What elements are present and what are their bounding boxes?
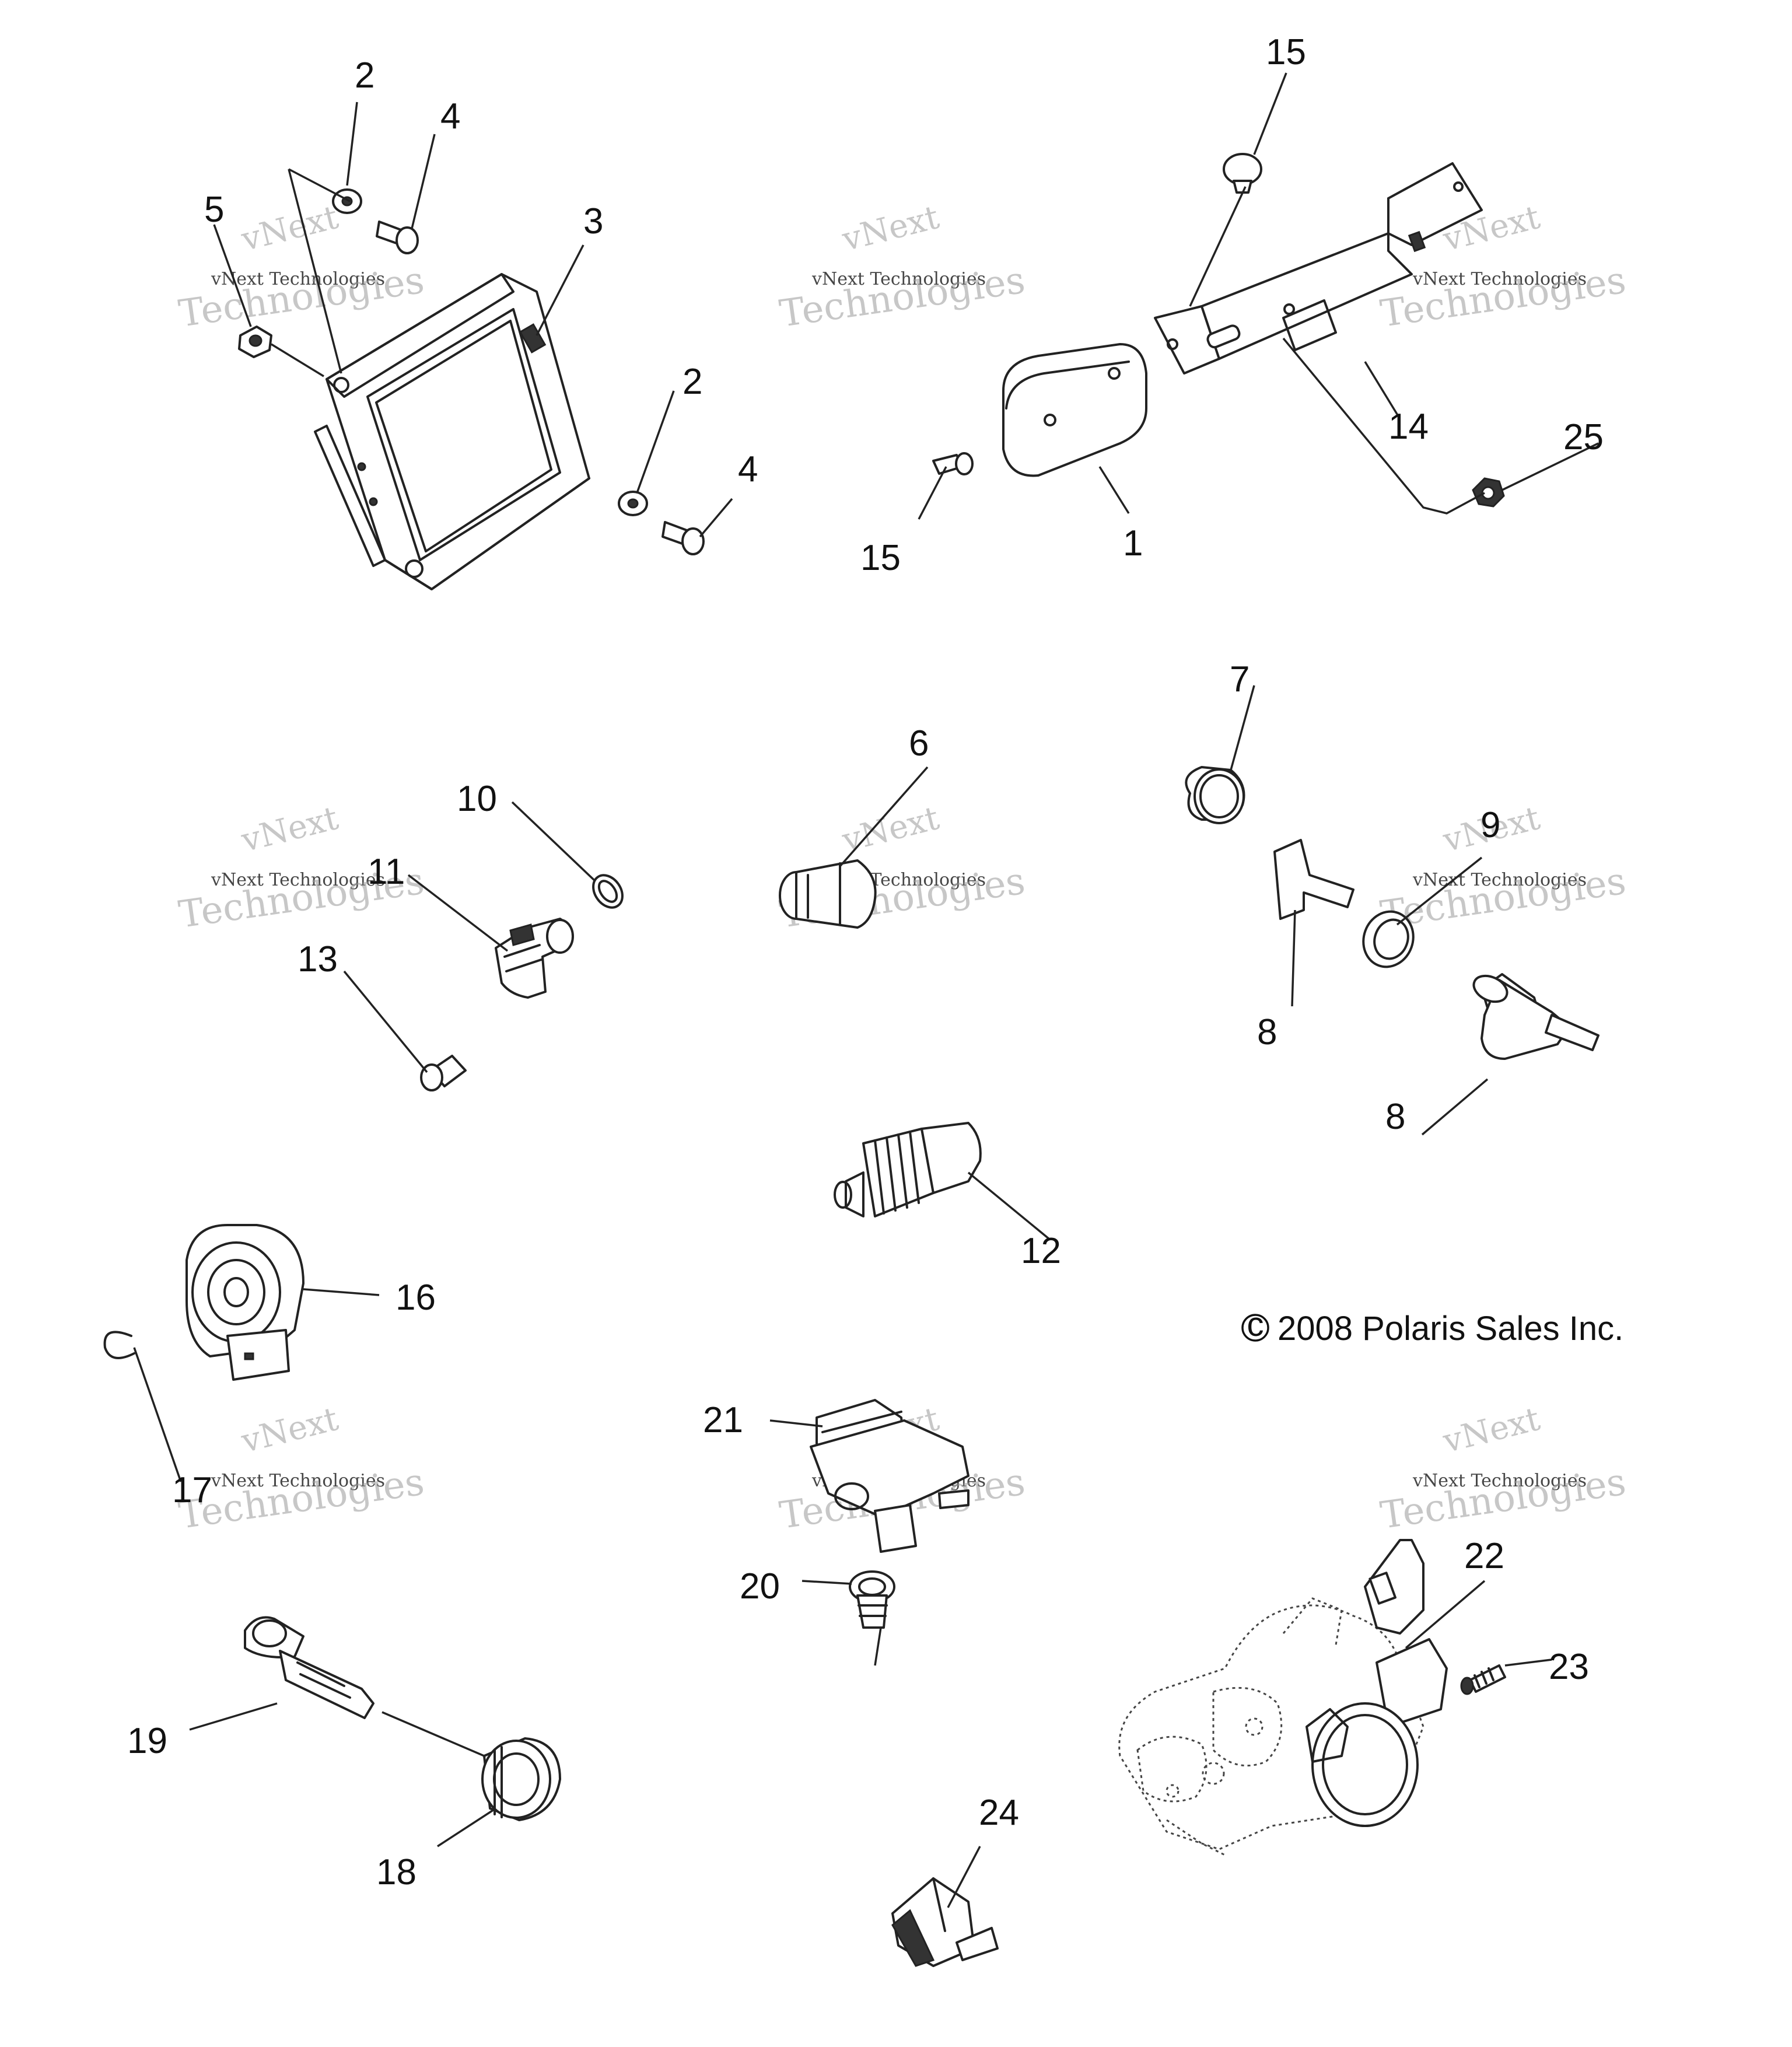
callout-4a: 4 (440, 96, 460, 137)
watermark: vNext vNext Technologies Technologies (1378, 799, 1629, 937)
callout-19: 19 (127, 1721, 167, 1761)
callout-12: 12 (1021, 1231, 1061, 1271)
svg-text:vNext Technologies: vNext Technologies (811, 269, 986, 289)
copyright-notice: c 2008 Polaris Sales Inc. (1241, 1306, 1623, 1348)
callout-3: 3 (583, 201, 603, 242)
map-sensor-21 (810, 1399, 970, 1553)
callout-7: 7 (1230, 659, 1250, 699)
callout-25: 25 (1563, 417, 1604, 457)
svg-text:vNext Technologies: vNext Technologies (211, 870, 385, 890)
svg-text:vNext Technologies: vNext Technologies (1412, 870, 1587, 890)
callout-13: 13 (298, 939, 338, 979)
sensor-cap-7 (1185, 766, 1245, 824)
callout-2b: 2 (682, 362, 702, 402)
svg-text:vNext: vNext (237, 198, 342, 259)
callout-18: 18 (376, 1852, 416, 1892)
callout-6: 6 (909, 723, 929, 764)
bolt-4b (662, 521, 705, 555)
svg-text:vNext Technologies: vNext Technologies (211, 1471, 385, 1491)
e-clip-17 (103, 1331, 135, 1359)
throttle-body-22 (1118, 1539, 1448, 1856)
ecu-module (314, 273, 590, 590)
bolt-13 (420, 1055, 467, 1091)
callout-9: 9 (1480, 805, 1500, 845)
watermark: vNext vNext Technologies Technologies (1378, 1400, 1629, 1538)
callout-5: 5 (204, 190, 224, 230)
callout-23: 23 (1549, 1647, 1589, 1687)
callout-15a: 15 (1266, 32, 1306, 72)
flange-nut-25 (1472, 477, 1505, 508)
copyright-symbol-letter: c (1247, 1306, 1264, 1343)
switch-24 (891, 1877, 999, 1967)
svg-text:vNext: vNext (237, 1400, 342, 1461)
callout-16: 16 (396, 1278, 436, 1318)
grommet-18 (481, 1737, 561, 1821)
mounting-bracket (1154, 162, 1483, 375)
callout-10: 10 (457, 779, 497, 819)
callout-21: 21 (703, 1400, 743, 1440)
callout-20: 20 (740, 1566, 780, 1607)
callout-15b: 15 (860, 538, 901, 578)
svg-text:vNext: vNext (237, 799, 342, 860)
copyright-symbol-icon (1241, 1314, 1269, 1342)
callout-24: 24 (979, 1793, 1019, 1833)
callout-2a: 2 (355, 55, 374, 96)
callout-8a: 8 (1257, 1012, 1277, 1052)
svg-text:vNext: vNext (1439, 1400, 1544, 1461)
o-ring-9 (1362, 910, 1415, 968)
callout-22: 22 (1464, 1536, 1504, 1576)
callout-14: 14 (1388, 407, 1429, 447)
grommet-20 (849, 1570, 895, 1629)
callout-labels: 2 4 5 3 2 4 15 1 15 14 25 7 9 8 8 6 10 1… (127, 32, 1604, 1892)
copyright-text: 2008 Polaris Sales Inc. (1278, 1310, 1623, 1348)
callout-4b: 4 (738, 449, 758, 489)
bolt-4a (376, 221, 419, 254)
washer-2b (618, 491, 648, 516)
svg-text:vNext: vNext (838, 198, 943, 259)
rivet-15a (1223, 153, 1262, 194)
leader-lines (133, 72, 1599, 1908)
rivet-15b (932, 452, 974, 475)
callout-1: 1 (1123, 523, 1143, 564)
svg-text:vNext Technologies: vNext Technologies (1412, 1471, 1587, 1491)
temp-sensor-12 (834, 1122, 982, 1217)
callout-17: 17 (172, 1470, 212, 1510)
nut-5 (238, 326, 272, 358)
callout-11: 11 (368, 852, 405, 892)
sensor-8 (1472, 973, 1600, 1060)
watermark: vNext vNext Technologies Technologies (777, 198, 1028, 336)
knock-sensor-16 (186, 1224, 304, 1381)
watermark: vNext vNext Technologies Technologies (176, 1400, 427, 1538)
sensor-6 (779, 859, 877, 929)
svg-text:vNext Technologies: vNext Technologies (1412, 269, 1587, 289)
relay-box (1002, 343, 1147, 477)
sensor-19 (244, 1616, 374, 1719)
svg-text:vNext Technologies: vNext Technologies (211, 269, 385, 289)
bolt-23 (1460, 1664, 1506, 1695)
o-ring-10 (592, 874, 624, 909)
sensor-11 (495, 918, 574, 999)
clip-8 (1273, 839, 1354, 920)
washer-2a (332, 188, 362, 214)
callout-8b: 8 (1385, 1097, 1405, 1137)
